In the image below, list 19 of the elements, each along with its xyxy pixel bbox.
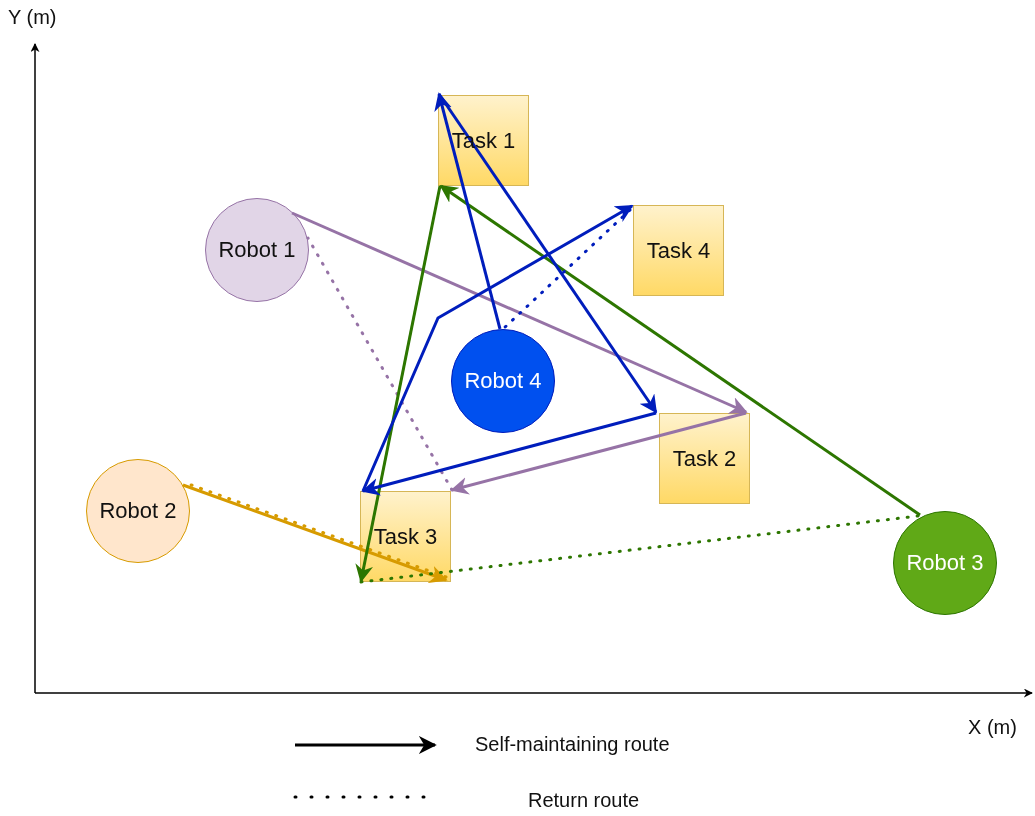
dotted-route-line xyxy=(359,514,920,584)
route-arrow xyxy=(439,184,921,517)
robot-circle: Robot 4 xyxy=(451,329,555,433)
dotted-route-line xyxy=(501,208,632,331)
task-box: Task 2 xyxy=(659,413,750,504)
legend-text: Self-maintaining route xyxy=(475,733,670,756)
task-box: Task 4 xyxy=(633,205,724,296)
legend-text: Return route xyxy=(528,789,640,812)
dotted-route-line xyxy=(306,236,454,492)
route-arrow xyxy=(434,92,502,330)
route-arrow xyxy=(361,204,634,492)
axis-label: Y (m) xyxy=(8,6,57,29)
route-arrow xyxy=(437,93,658,414)
robot-circle: Robot 2 xyxy=(86,459,190,563)
robot-circle: Robot 3 xyxy=(893,511,997,615)
axis-label: X (m) xyxy=(968,716,1017,739)
route-arrow xyxy=(291,211,748,414)
route-arrow xyxy=(355,185,442,583)
robot-circle: Robot 1 xyxy=(205,198,309,302)
